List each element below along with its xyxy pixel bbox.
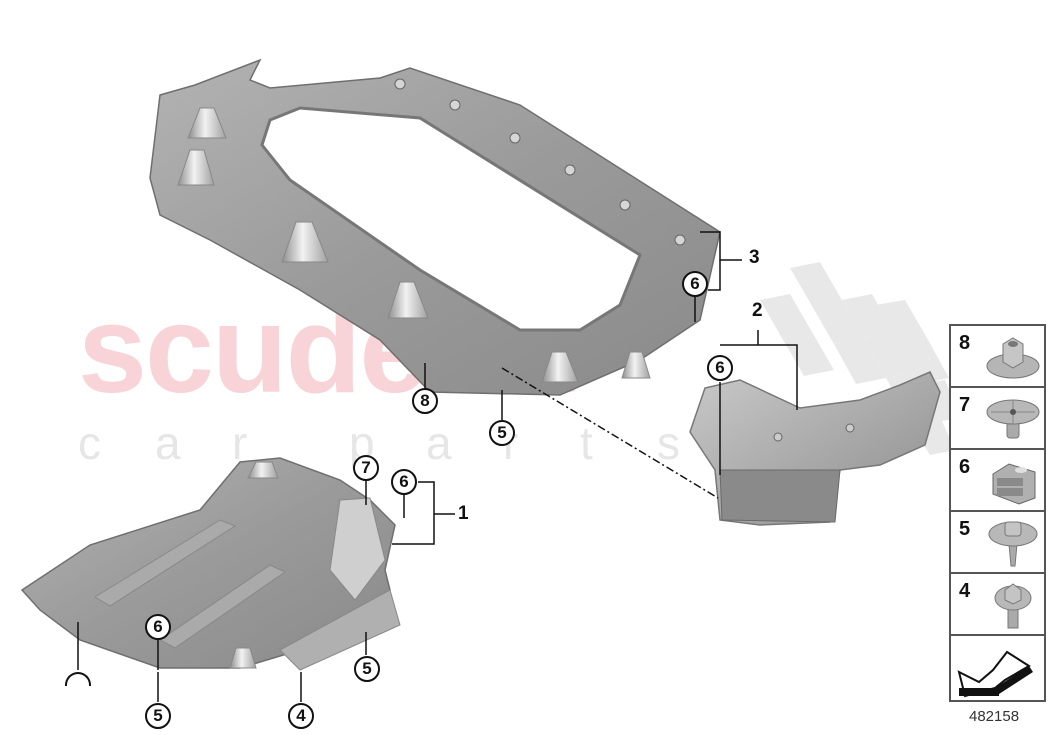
assembly-path-line [501,367,719,499]
direction-of-travel-arrow-icon [957,650,1033,698]
callout-6[interactable]: 6 [682,271,708,297]
leader-lines [77,231,798,702]
watermark-letter: t [580,417,593,469]
watermark-letter: r [232,417,248,469]
callout-6[interactable]: 6 [391,469,417,495]
legend-number: 5 [959,518,971,540]
flange-nut-icon [986,337,1040,379]
callout-5[interactable]: 5 [354,656,380,682]
callout-cut-off[interactable] [65,672,91,686]
callout-8[interactable]: 8 [412,388,438,414]
legend-item-6[interactable]: 6 [949,448,1046,510]
watermark-letter: a [155,417,181,469]
left-underbody-panel [20,457,401,671]
legend-direction-arrow[interactable] [949,634,1046,702]
expanding-rivet-icon [986,399,1040,439]
watermark-letter: s [657,417,680,469]
legend-item-7[interactable]: 7 [949,386,1046,448]
callout-5[interactable]: 5 [489,420,515,446]
assembly-label-3[interactable]: 3 [749,247,760,268]
clip-nut-icon [992,463,1036,505]
legend-item-4[interactable]: 4 [949,572,1046,634]
callout-4[interactable]: 4 [288,703,314,729]
legend-number: 4 [959,580,971,602]
legend-item-5[interactable]: 5 [949,510,1046,572]
watermark-letter: c [78,417,101,469]
assembly-label-1[interactable]: 1 [458,503,469,524]
front-underbody-frame-panel [149,58,721,396]
hex-collar-screw-icon [994,583,1032,629]
legend-number: 7 [959,394,971,416]
legend-number: 6 [959,456,971,478]
callout-6[interactable]: 6 [145,614,171,640]
assembly-label-2[interactable]: 2 [752,300,763,321]
callout-5[interactable]: 5 [145,703,171,729]
callout-7[interactable]: 7 [353,455,379,481]
right-side-underbody-shield [689,371,941,526]
callout-6[interactable]: 6 [707,355,733,381]
diagram-reference-id: 482158 [969,708,1020,725]
watermark-letter: a [426,417,452,469]
fastener-legend: 8 7 6 [949,324,1046,702]
legend-item-8[interactable]: 8 [949,324,1046,386]
flange-screw-icon [988,521,1038,567]
legend-number: 8 [959,332,971,354]
